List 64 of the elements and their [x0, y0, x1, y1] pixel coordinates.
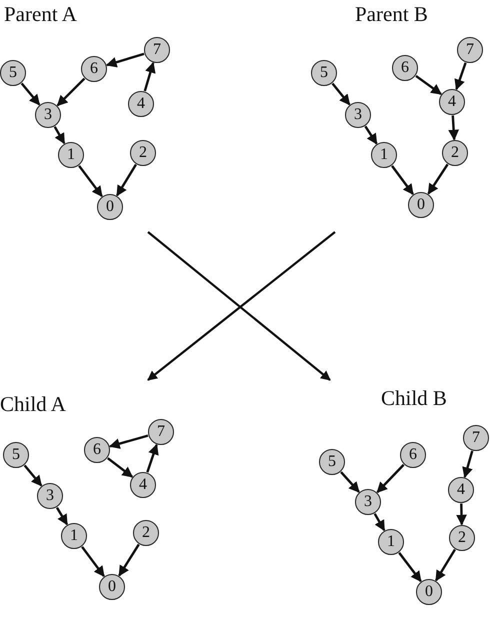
- arrow: [456, 503, 467, 526]
- arrow: [118, 544, 140, 576]
- numbered-circle: 2: [133, 520, 159, 546]
- numbered-circle: 2: [442, 140, 468, 166]
- numbered-circle: 1: [61, 523, 87, 549]
- numbered-circle: 1: [371, 142, 397, 168]
- graph-title: Child A: [0, 392, 66, 417]
- arrow: [374, 513, 386, 532]
- numbered-circle: 0: [416, 579, 442, 605]
- arrow: [364, 126, 378, 145]
- numbered-circle: 2: [130, 140, 156, 166]
- arrow: [391, 165, 414, 196]
- arrow: [56, 506, 68, 526]
- numbered-circle: 0: [97, 194, 123, 220]
- arrow: [146, 444, 159, 473]
- arrow: [107, 457, 134, 478]
- arrow: [435, 548, 456, 582]
- arrow: [398, 552, 422, 582]
- arrow: [56, 78, 86, 106]
- arrow: [340, 471, 360, 493]
- numbered-circle: 2: [449, 525, 475, 551]
- numbered-circle: 4: [439, 89, 465, 115]
- arrow: [24, 464, 42, 486]
- graph-title: Child B: [381, 386, 447, 411]
- arrow: [415, 74, 442, 96]
- numbered-circle: 6: [400, 442, 426, 468]
- arrow: [144, 62, 156, 92]
- arrow: [427, 164, 449, 195]
- numbered-circle: 3: [345, 102, 371, 128]
- arrow: [448, 115, 460, 141]
- arrow: [78, 165, 103, 198]
- arrow: [462, 450, 474, 478]
- numbered-circle: 3: [37, 483, 63, 509]
- arrow: [376, 464, 405, 494]
- numbered-circle: 4: [448, 477, 474, 503]
- numbered-circle: 4: [128, 91, 154, 117]
- numbered-circle: 0: [99, 574, 125, 600]
- arrow: [106, 52, 144, 68]
- numbered-circle: 7: [457, 37, 483, 63]
- numbered-circle: 1: [378, 529, 404, 555]
- numbered-circle: 1: [58, 142, 84, 168]
- numbered-circle: 6: [81, 56, 107, 82]
- numbered-circle: 6: [392, 55, 418, 81]
- numbered-circle: 7: [463, 425, 489, 451]
- numbered-circle: 3: [355, 489, 381, 515]
- numbered-circle: 3: [35, 102, 61, 128]
- arrow: [116, 164, 137, 196]
- numbered-circle: 5: [0, 60, 26, 86]
- graph-title: Parent B: [355, 2, 428, 27]
- arrow: [54, 126, 66, 144]
- arrow: [332, 82, 350, 106]
- numbered-circle: 5: [319, 449, 345, 475]
- arrow: [81, 546, 105, 578]
- numbered-circle: 5: [311, 60, 337, 86]
- arrow: [454, 62, 467, 90]
- numbered-circle: 4: [130, 472, 156, 498]
- numbered-circle: 7: [148, 419, 174, 445]
- arrow: [20, 82, 40, 106]
- numbered-circle: 6: [84, 437, 110, 463]
- graph-title: Parent A: [4, 2, 77, 27]
- arrow: [108, 434, 148, 449]
- numbered-circle: 0: [408, 192, 434, 218]
- numbered-circle: 5: [3, 442, 29, 468]
- numbered-circle: 7: [144, 37, 170, 63]
